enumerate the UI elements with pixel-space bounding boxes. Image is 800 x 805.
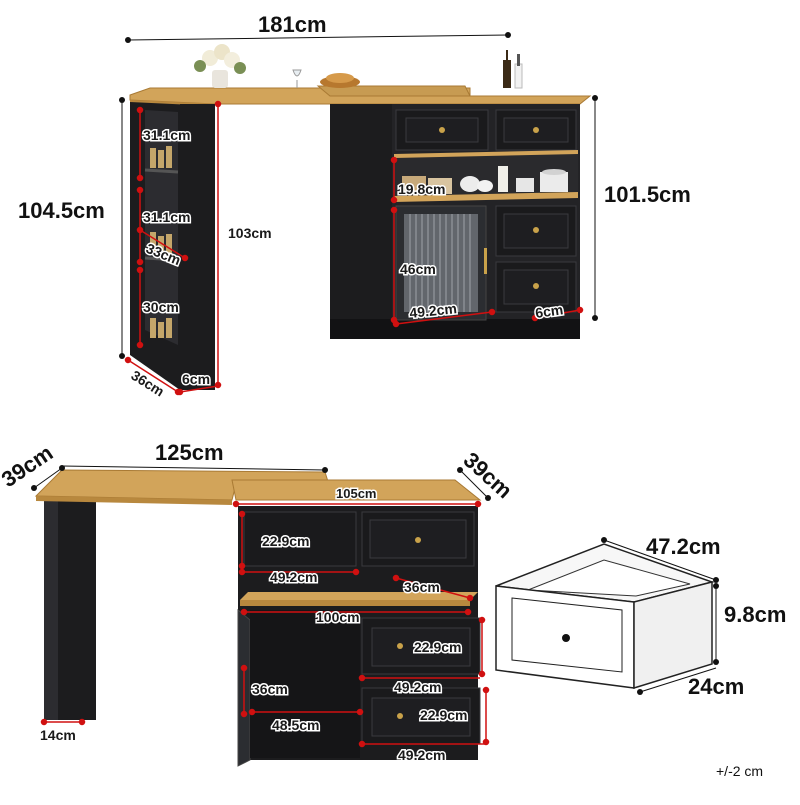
right-height-label: 101.5cm (604, 182, 691, 207)
inner-width-label: 49.2cm (270, 569, 317, 585)
top-span-label: 125cm (155, 440, 224, 465)
bottles-icon (503, 50, 523, 89)
drawer-height-label: 9.8cm (724, 602, 786, 627)
leg-width-label: 14cm (40, 727, 76, 743)
counter-width-label: 105cm (336, 486, 376, 501)
left-height-label: 104.5cm (18, 198, 105, 223)
shelf-height-3-label: 30cm (143, 299, 179, 315)
shelf-width-label: 100cm (316, 609, 360, 625)
shelf-height-1-label: 31.1cm (143, 127, 190, 143)
cabinet-inner-width-label: 48.5cm (272, 717, 319, 733)
top-view-illustration (119, 32, 598, 396)
shelf-height-2-label: 31.1cm (143, 209, 190, 225)
door-width-label: 49.2cm (409, 300, 458, 321)
drawer-width-bottom-label: 49.2cm (398, 747, 445, 763)
drawer-detail-illustration (495, 537, 719, 695)
drawer-height-top-label: 22.9cm (262, 533, 309, 549)
drawer-height-bottom-label: 22.9cm (420, 707, 467, 723)
open-shelf-items-icon (402, 166, 568, 194)
inner-depth-label: 36cm (404, 579, 440, 595)
tolerance-note: +/-2 cm (716, 763, 763, 779)
drawer-height-mid-label: 22.9cm (414, 639, 461, 655)
glass-door-height-label: 46cm (400, 261, 436, 277)
flower-vase-icon (194, 44, 246, 88)
leg-inner-height-label: 103cm (228, 225, 272, 241)
cabinet-depth-label: 36cm (252, 681, 288, 697)
wine-glass-icon (292, 69, 302, 88)
total-width-label: 181cm (258, 12, 327, 37)
drawer-width-mid-label: 49.2cm (394, 679, 441, 695)
bottom-view-illustration (31, 465, 491, 767)
side-thickness-label: 6cm (182, 371, 210, 387)
drawer-width-label: 47.2cm (646, 534, 721, 559)
open-shelf-height-label: 19.8cm (398, 181, 445, 197)
drawer-depth-label: 24cm (688, 674, 744, 699)
toe-kick-label: 6cm (534, 301, 564, 321)
bread-basket-icon (320, 73, 360, 88)
